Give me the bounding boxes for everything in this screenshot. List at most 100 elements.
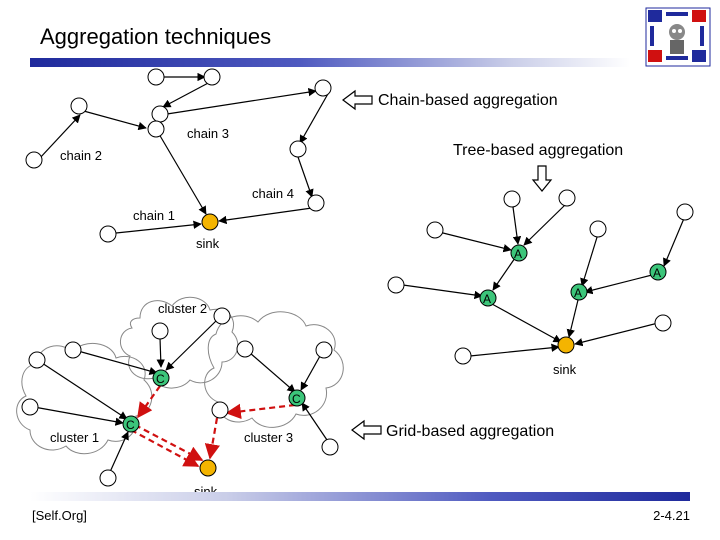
hollow-left-arrow-icon [351, 419, 382, 441]
tree-nodes [387, 189, 694, 365]
sensor-node [211, 401, 229, 419]
sensor-node [99, 469, 117, 487]
sink-label-chain: sink [196, 236, 220, 251]
sensor-node [203, 68, 221, 86]
cluster-nodes [21, 307, 339, 487]
grid-link [225, 403, 296, 420]
cluster-link [77, 350, 158, 376]
aggregator-letter: A [514, 247, 522, 261]
cluster-link [300, 355, 321, 391]
chain3-label: chain 3 [187, 126, 229, 141]
grid-link [137, 385, 161, 419]
chain3-link [162, 80, 213, 108]
robot-cube-logo-icon [640, 4, 716, 70]
cluster-link [156, 337, 165, 368]
tree-based-label: Tree-based aggregation [453, 142, 623, 159]
sensor-node [503, 190, 521, 208]
sensor-node [558, 189, 576, 207]
sensor-node [213, 307, 231, 325]
grid-links [130, 385, 296, 467]
sensor-node [314, 79, 332, 97]
cluster-link [33, 406, 124, 426]
cluster-head-letter: C [156, 372, 165, 386]
chain-nodes [25, 68, 332, 243]
chain2-label: chain 2 [60, 148, 102, 163]
aggregator-node [570, 283, 588, 301]
sensor-node [21, 398, 39, 416]
title-rule [30, 58, 630, 67]
slide-title: Aggregation techniques [40, 24, 272, 49]
chain3-link [299, 91, 330, 144]
tree-link [566, 299, 579, 338]
chain-based-label: Chain-based aggregation [378, 92, 558, 109]
sensor-node [70, 97, 88, 115]
sensor-node [25, 151, 43, 169]
tree-links [402, 204, 686, 357]
grid-link [130, 429, 200, 467]
sensor-node [654, 314, 672, 332]
sensor-node [236, 340, 254, 358]
chain4-link [297, 156, 314, 198]
sink-node [199, 459, 217, 477]
sensor-node [64, 341, 82, 359]
aggregator-letter: A [483, 292, 491, 306]
aggregator-letter: A [574, 286, 582, 300]
hollow-left-arrow-icon [342, 89, 373, 111]
cluster-link [109, 431, 129, 473]
aggregator-node [510, 244, 528, 262]
chain4-label: chain 4 [252, 186, 294, 201]
cluster3-label: cluster 3 [244, 430, 293, 445]
cluster-link [301, 402, 328, 441]
sensor-node [426, 221, 444, 239]
tree-link [438, 231, 512, 253]
sink-node [557, 336, 575, 354]
sink-node [201, 213, 219, 231]
tree-link [512, 206, 522, 245]
tree-link [663, 215, 686, 267]
aggregator-letter: A [653, 266, 661, 280]
cluster-head-node [152, 369, 170, 387]
chain-links [38, 72, 330, 234]
chain1-label: chain 1 [133, 208, 175, 223]
tree-link [492, 257, 516, 291]
cluster-links [33, 319, 328, 473]
cluster-link [249, 352, 296, 393]
chain1-link [115, 220, 202, 234]
cluster-link [41, 362, 128, 420]
tree-link [402, 284, 483, 300]
chain4-link [218, 207, 313, 225]
cluster1-cloud [16, 343, 153, 455]
sensor-node [315, 341, 333, 359]
sensor-node [676, 203, 694, 221]
hollow-down-arrow-icon [531, 165, 553, 192]
sensor-node [151, 105, 169, 123]
cluster-link [165, 319, 218, 371]
tree-link [469, 343, 560, 357]
tree-link [574, 321, 663, 347]
cluster-head-node [288, 389, 306, 407]
sensor-node [321, 438, 339, 456]
sensor-node [454, 347, 472, 365]
slide-number: 2-4.21 [653, 508, 690, 523]
tree-link [491, 303, 562, 343]
tree-link [523, 204, 566, 246]
aggregator-node [479, 289, 497, 307]
grid-link [204, 417, 220, 460]
sensor-node [589, 220, 607, 238]
tree-link [580, 233, 599, 287]
cluster2-label: cluster 2 [158, 301, 207, 316]
sensor-node [147, 68, 165, 86]
sensor-node [387, 276, 405, 294]
footer-source: [Self.Org] [32, 508, 87, 523]
chain3-link [166, 88, 317, 115]
grid-based-label: Grid-based aggregation [386, 423, 554, 440]
sensor-node [147, 120, 165, 138]
tree-link [584, 274, 653, 295]
chain2-link [79, 109, 147, 131]
sensor-node [289, 140, 307, 158]
cluster1-label: cluster 1 [50, 430, 99, 445]
cluster-head-node [122, 415, 140, 433]
sensor-node [99, 225, 117, 243]
sensor-node [151, 322, 169, 340]
footer-rule [30, 492, 690, 501]
